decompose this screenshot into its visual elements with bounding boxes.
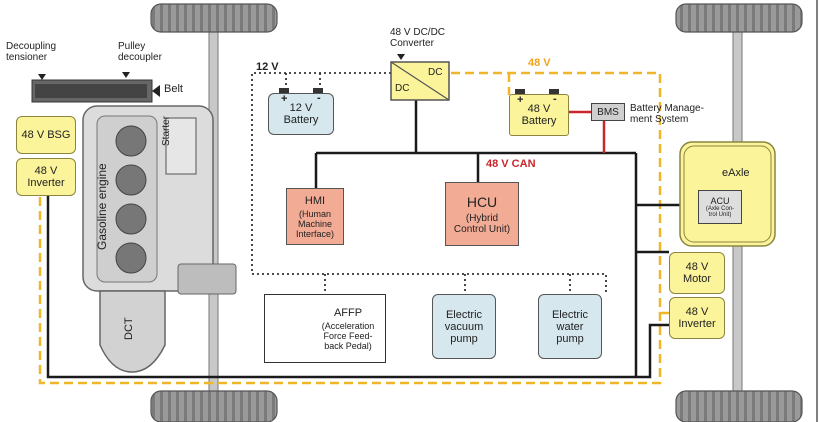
afpp-title: AFFP <box>333 306 363 319</box>
can-bus-label: 48 V CAN <box>486 158 536 170</box>
cylinder-3 <box>115 203 147 235</box>
motor-box: 48 V Motor <box>669 252 725 294</box>
transmission-connector <box>177 263 237 295</box>
starter-label: Starter <box>161 115 172 146</box>
acu-title: ACU <box>710 196 730 206</box>
battery48-terminal-plus <box>515 89 525 95</box>
acu-subtitle: (Axle Con- trol Unit) <box>705 206 735 218</box>
belt-inner <box>35 84 147 98</box>
hmi-subtitle: (Human Machine Interface) <box>295 208 335 239</box>
hcu-subtitle: (Hybrid Control Unit) <box>453 212 511 235</box>
inverter-right-label: 48 V Inverter <box>678 306 716 330</box>
engine-head <box>96 115 158 283</box>
hcu-box: HCU (Hybrid Control Unit) <box>445 182 519 246</box>
battery12-terminal-plus <box>279 88 289 94</box>
dcdc-dc-in: DC <box>395 83 410 94</box>
bms-description: Battery Manage- ment System <box>630 103 704 125</box>
eaxle-label: eAxle <box>722 167 750 179</box>
v12-label: 12 V <box>256 61 279 73</box>
dct-label: DCT <box>123 317 135 340</box>
acu-box: ACU (Axle Con- trol Unit) <box>698 190 742 224</box>
battery12-plus: + <box>281 93 288 105</box>
inverter-left-box: 48 V Inverter <box>16 158 76 196</box>
water-pump-label: Electric water pump <box>551 308 589 345</box>
dct-body <box>99 290 166 373</box>
tensioner-arrow <box>38 74 46 80</box>
engine-label: Gasoline engine <box>95 163 109 250</box>
afpp-subtitle: (Acceleration Force Feed- back Pedal) <box>321 320 375 351</box>
tire-rear-bottom <box>675 390 803 422</box>
vacuum-pump-label: Electric vacuum pump <box>444 308 484 345</box>
battery48-terminal-minus <box>549 89 559 95</box>
battery12-label: 12 V Battery <box>283 102 319 126</box>
cylinder-1 <box>115 125 147 157</box>
hmi-title: HMI <box>304 194 326 207</box>
afpp-box: AFFP (Acceleration Force Feed- back Peda… <box>264 294 386 363</box>
bsg-box: 48 V BSG <box>16 116 76 154</box>
wire-48v-can <box>46 100 698 379</box>
tire-front-top <box>150 3 278 33</box>
wire-48v-orange <box>38 71 669 385</box>
bms-label: BMS <box>597 106 619 118</box>
motor-label: 48 V Motor <box>682 261 712 285</box>
water-pump-box: Electric water pump <box>538 294 602 359</box>
inverter-right-box: 48 V Inverter <box>669 297 725 339</box>
battery48-plus: + <box>517 94 524 106</box>
cylinder-2 <box>115 164 147 196</box>
battery48-label: 48 V Battery <box>521 103 557 127</box>
pulley-arrow <box>122 72 130 78</box>
hcu-title: HCU <box>466 193 498 210</box>
decoupling-tensioner-label: Decoupling tensioner <box>6 41 57 63</box>
battery12-minus: - <box>317 92 321 104</box>
dcdc-dc-out: DC <box>428 67 443 78</box>
battery48-minus: - <box>553 93 557 105</box>
starter-box <box>165 117 197 175</box>
v48-label: 48 V <box>528 57 551 69</box>
inverter-left-label: 48 V Inverter <box>27 165 65 189</box>
bms-box: BMS <box>591 103 625 121</box>
vacuum-pump-box: Electric vacuum pump <box>432 294 496 359</box>
tire-rear-top <box>675 3 803 33</box>
belt-label: Belt <box>164 83 183 95</box>
dcdc-arrow <box>397 54 405 60</box>
battery48-box: 48 V Battery <box>509 94 569 136</box>
hmi-box: HMI (Human Machine Interface) <box>286 188 344 245</box>
dcdc-diagonal <box>390 61 450 101</box>
bsg-label: 48 V BSG <box>21 129 71 141</box>
battery12-box: 12 V Battery <box>268 93 334 135</box>
cylinder-4 <box>115 242 147 274</box>
eaxle-inner <box>683 145 772 243</box>
tire-front-bottom <box>150 390 278 422</box>
wire-bms-red <box>569 110 606 153</box>
battery12-terminal-minus <box>313 88 323 94</box>
belt-arrow <box>152 85 160 97</box>
pulley-decoupler-label: Pulley decoupler <box>118 41 162 63</box>
dcdc-title: 48 V DC/DC Converter <box>390 27 446 49</box>
